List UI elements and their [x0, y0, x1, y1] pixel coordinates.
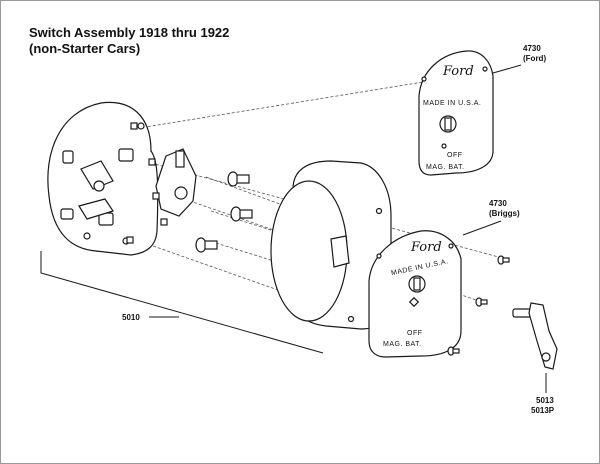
screw: [497, 255, 510, 265]
plate-mag-bat-label: MAG. BAT.: [383, 341, 422, 348]
ford-logo: Ford: [442, 64, 474, 79]
callout-assembly-number: 5010: [122, 313, 140, 322]
screw: [227, 171, 250, 187]
callout-key-number: 5013: [536, 396, 554, 405]
rivet: [93, 180, 105, 192]
rotor-cam: [155, 148, 197, 217]
plate-off-label: OFF: [447, 152, 463, 159]
diagram-title: Switch Assembly 1918 thru 1922: [29, 25, 229, 40]
plate-made-in: MADE IN U.S.A.: [423, 100, 481, 107]
leader-lines: [40, 64, 547, 393]
screw: [195, 237, 218, 253]
rivet: [83, 232, 91, 240]
plate-screws: [447, 255, 510, 356]
callout-briggs-number: 4730: [489, 199, 507, 208]
faceplate-ford: Ford MADE IN U.S.A. OFF MAG. BAT.: [418, 50, 494, 176]
callout-ford-number: 4730: [523, 44, 541, 53]
ford-logo: Ford: [410, 240, 442, 255]
ignition-key: [512, 302, 558, 370]
contact-block: [118, 148, 134, 162]
nut: [130, 122, 138, 130]
contact-spring: [78, 198, 114, 220]
nut: [160, 218, 168, 226]
callout-key-alt-number: 5013P: [531, 406, 555, 415]
rotor-tab: [175, 150, 185, 168]
faceplate-briggs: Ford MADE IN U.S.A. OFF MAG. BAT.: [368, 230, 462, 358]
plate-mag-bat-label: MAG. BAT.: [426, 164, 465, 171]
switch-base-plate: [47, 101, 159, 256]
terminal-post: [62, 150, 74, 164]
small-parts: [126, 122, 168, 244]
screws: [195, 171, 253, 253]
terminal-post: [60, 208, 74, 220]
nut: [148, 158, 156, 166]
rivet: [137, 122, 145, 130]
switch-housing: [270, 160, 392, 330]
screw: [230, 206, 253, 222]
callout-ford-label: (Ford): [523, 54, 546, 63]
callout-briggs-label: (Briggs): [489, 209, 520, 218]
nut: [126, 236, 134, 244]
nut: [152, 192, 160, 200]
diagram-subtitle: (non-Starter Cars): [29, 41, 140, 56]
plate-off-label: OFF: [407, 330, 423, 337]
screw: [447, 346, 460, 356]
contact-spring: [80, 160, 114, 190]
screw: [475, 297, 488, 307]
